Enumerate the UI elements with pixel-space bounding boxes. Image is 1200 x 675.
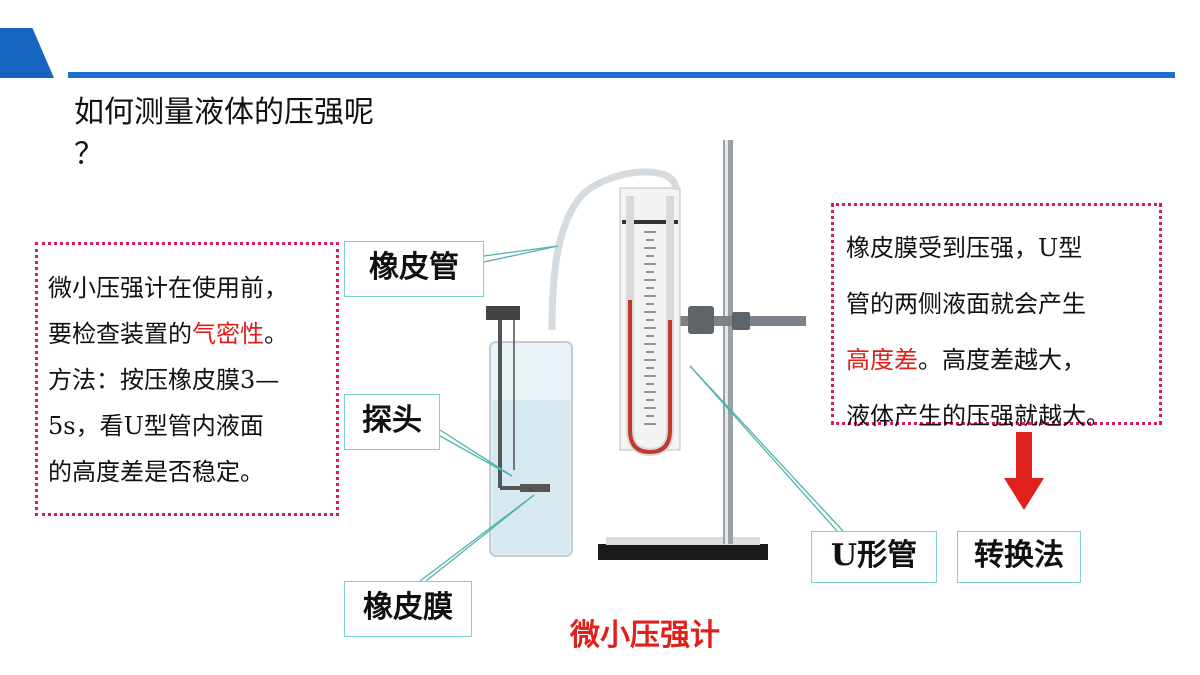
clamp-knob [688, 306, 714, 334]
height-difference-note-box: 橡皮膜受到压强，U型 管的两侧液面就会产生 高度差。高度差越大， 液体产生的压强… [831, 203, 1162, 430]
note-line: 5s，看U型管内液面 [48, 412, 264, 440]
slide-title: 如何测量液体的压强呢 ？ [74, 95, 374, 172]
leader-lines [419, 245, 844, 582]
note-line: 的高度差是否稳定。 [48, 458, 264, 486]
beaker-liquid [492, 400, 570, 554]
header-rule [68, 72, 1175, 78]
note-line: 管的两侧液面就会产生 [846, 290, 1086, 318]
stand-base [598, 544, 768, 560]
conversion-method-label: 转换法 [957, 531, 1081, 583]
note-line: 方法：按压橡皮膜3— [48, 366, 280, 394]
note-line: 高度差。高度差越大， [846, 332, 1153, 388]
note-text: 要检查装置的 [48, 320, 192, 348]
height-difference-term: 高度差 [846, 346, 918, 374]
note-line: 橡皮膜受到压强，U型 [846, 234, 1083, 262]
scale-ticks [644, 231, 656, 425]
u-tube-label: U形管 [811, 531, 937, 583]
note-line: 液体产生的压强就越大。 [846, 402, 1110, 430]
airtightness-term: 气密性 [192, 320, 264, 348]
note-text: 。高度差越大， [918, 346, 1086, 374]
note-line: 要检查装置的气密性。 [48, 311, 328, 357]
rubber-membrane-label: 橡皮膜 [344, 581, 472, 637]
down-arrow-icon [1004, 432, 1044, 510]
rubber-tube-label: 橡皮管 [344, 241, 484, 297]
figure-caption: 微小压强计 [570, 618, 720, 653]
probe-head [520, 484, 550, 492]
rubber-tube [548, 168, 680, 331]
probe-label: 探头 [344, 394, 440, 450]
stand-base-plate [606, 537, 760, 545]
airtightness-note-box: 微小压强计在使用前， 要检查装置的气密性。 方法：按压橡皮膜3— 5s，看U型管… [35, 242, 339, 516]
note-text: 。 [264, 320, 288, 348]
note-line: 微小压强计在使用前， [48, 274, 288, 302]
u-tube-liquid [628, 300, 672, 455]
